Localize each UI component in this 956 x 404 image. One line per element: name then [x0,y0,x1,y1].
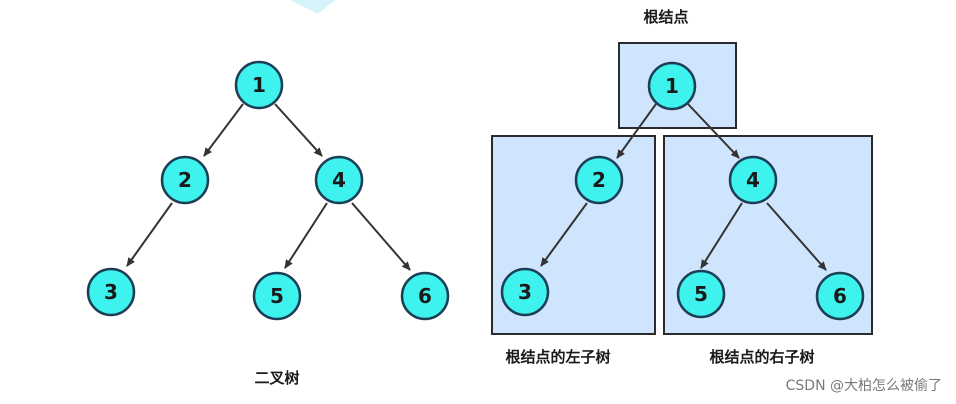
right-edge-2-3 [540,202,588,267]
right-node-4: 4 [728,155,778,205]
left-edge-1-2 [203,103,244,157]
right-node-5: 5 [676,269,726,319]
left-edge-4-5 [284,202,328,269]
decorative-shape [290,0,335,14]
left-tree-caption: 二叉树 [254,369,299,387]
right-node-2: 2 [574,155,624,205]
right-edge-4-6 [766,202,827,271]
left-edge-1-4 [274,103,323,157]
left-node-3: 3 [86,267,136,317]
left-node-3-label: 3 [104,280,118,304]
right-node-1-label: 1 [665,74,679,98]
right-node-1: 1 [647,61,697,111]
right-subtree-label: 根结点的右子树 [709,348,814,366]
left-node-1: 1 [234,60,284,110]
right-annotated-tree: 根结点 1 2 4 3 5 6 根结点的左子树 根结 [491,8,873,366]
left-node-6: 6 [400,271,450,321]
right-node-6: 6 [815,271,865,321]
left-edge-2-3 [126,202,173,267]
left-edge-4-6 [351,202,411,271]
left-node-2: 2 [160,155,210,205]
left-node-1-label: 1 [252,73,266,97]
right-edge-4-5 [700,202,743,269]
left-subtree-label: 根结点的左子树 [505,348,610,366]
root-label: 根结点 [643,8,688,26]
right-edge-1-2 [616,103,657,159]
right-node-6-label: 6 [833,284,847,308]
left-node-4-label: 4 [332,168,346,192]
left-node-2-label: 2 [178,168,192,192]
right-node-3-label: 3 [518,280,532,304]
left-node-5: 5 [252,271,302,321]
right-node-2-label: 2 [592,168,606,192]
left-node-5-label: 5 [270,284,284,308]
left-binary-tree: 1 2 4 3 5 6 二叉树 [86,60,450,387]
right-edge-1-4 [687,103,740,159]
right-node-3: 3 [500,267,550,317]
watermark: CSDN @大柏怎么被偷了 [786,378,942,394]
right-node-5-label: 5 [694,282,708,306]
left-node-4: 4 [314,155,364,205]
left-node-6-label: 6 [418,284,432,308]
right-node-4-label: 4 [746,168,760,192]
